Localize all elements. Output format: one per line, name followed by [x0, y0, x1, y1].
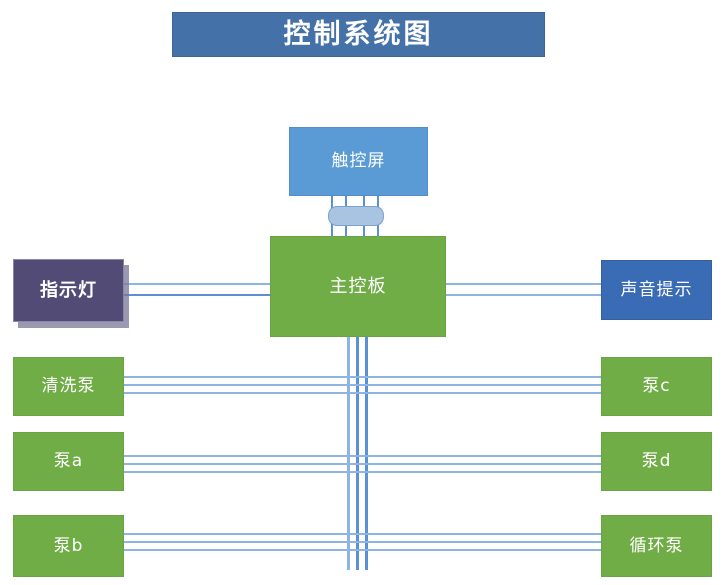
node-touch-screen[interactable]: 触控屏: [289, 127, 428, 196]
wire-indicator-to-main-1: [124, 283, 270, 285]
wire-bus-row3-b: [124, 541, 601, 543]
wire-main-to-sound-1: [446, 283, 601, 285]
node-pump-left-1[interactable]: 泵a: [13, 432, 124, 491]
node-pump-left-2[interactable]: 泵b: [13, 515, 124, 577]
wire-indicator-to-main-2: [124, 294, 270, 296]
wire-bus-row3-c: [124, 549, 601, 551]
wire-bus-row2-a: [124, 455, 601, 457]
diagram-title-box: 控制系统图: [172, 12, 545, 57]
node-indicator-light[interactable]: 指示灯: [13, 259, 124, 322]
wire-main-to-sound-2: [446, 294, 601, 296]
ribbon-connector-icon: [328, 206, 384, 226]
wire-bus-row2-b: [124, 463, 601, 465]
bus-vertical-1: [347, 337, 350, 570]
node-sound-prompt[interactable]: 声音提示: [601, 260, 712, 320]
node-pump-right-0[interactable]: 泵c: [601, 357, 712, 416]
bus-vertical-2: [356, 337, 359, 570]
node-pump-right-1[interactable]: 泵d: [601, 432, 712, 491]
wire-bus-row1-b: [124, 384, 601, 386]
bus-vertical-3: [365, 337, 368, 570]
wire-bus-row1-a: [124, 376, 601, 378]
node-pump-right-2[interactable]: 循环泵: [601, 515, 712, 577]
node-main-control-board[interactable]: 主控板: [270, 236, 446, 337]
wire-bus-row3-a: [124, 533, 601, 535]
wire-bus-row1-c: [124, 392, 601, 394]
node-pump-left-0[interactable]: 清洗泵: [13, 357, 124, 416]
wire-bus-row2-c: [124, 471, 601, 473]
